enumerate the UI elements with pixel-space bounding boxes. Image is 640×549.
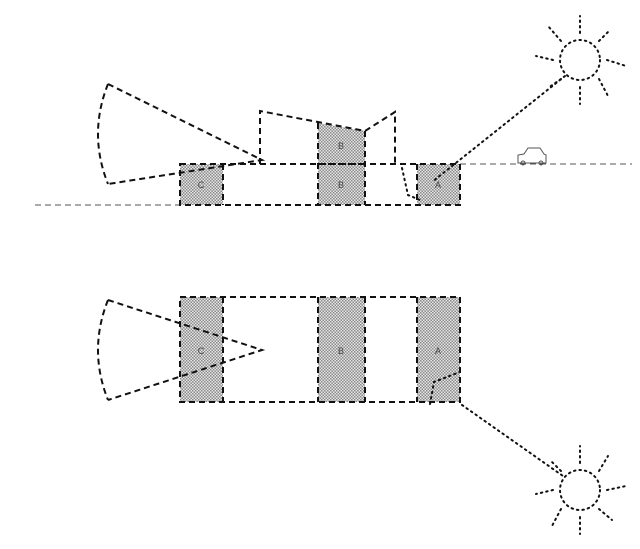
- zone-a-plan: [417, 297, 460, 402]
- plan-view: C B A: [97, 296, 627, 535]
- camera-view-cone: [97, 83, 266, 185]
- label-c: C: [198, 346, 205, 356]
- label-b: B: [338, 346, 344, 356]
- sun-ray-plan: [461, 404, 564, 477]
- sun-ray-section: [431, 75, 566, 183]
- building-plan-outline: [179, 296, 461, 403]
- section-view: C B B A: [35, 15, 632, 206]
- sun-icon: [535, 15, 627, 105]
- sun-icon: [535, 445, 627, 535]
- car-icon: [517, 147, 547, 166]
- roof-profile: [259, 109, 396, 164]
- zone-a-section: [417, 164, 460, 205]
- label-c: C: [198, 180, 205, 190]
- zone-b-plan: [318, 297, 365, 402]
- label-b-lower: B: [338, 180, 344, 190]
- zone-c-plan: [180, 297, 223, 402]
- label-b-upper: B: [338, 141, 344, 151]
- label-a: A: [435, 180, 441, 190]
- camera-view-cone-plan: [97, 299, 266, 401]
- zone-c-section: [180, 164, 223, 205]
- label-a: A: [435, 346, 441, 356]
